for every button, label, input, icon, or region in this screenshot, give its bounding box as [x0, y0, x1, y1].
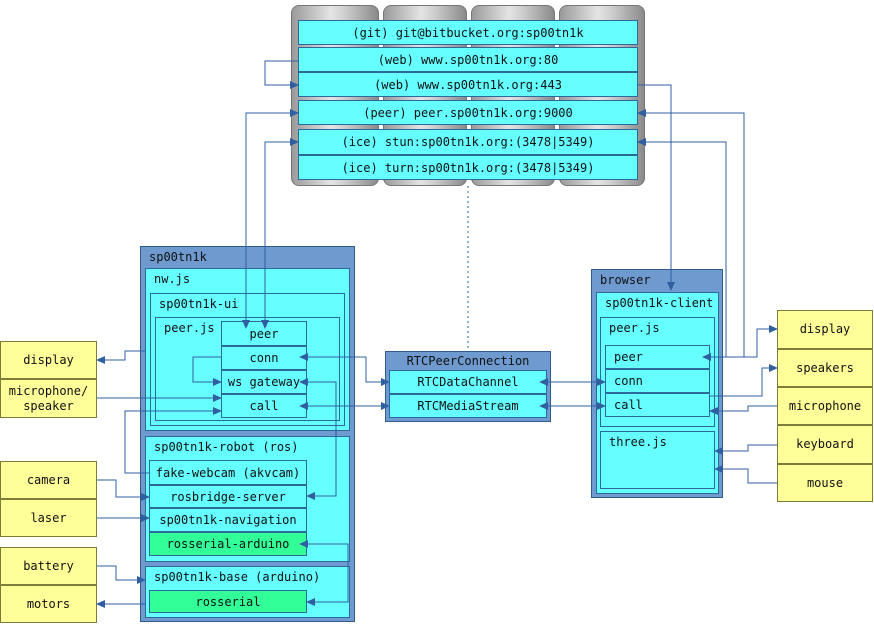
ros-navigation: sp00tn1k-navigation: [149, 508, 307, 532]
connector-arduino-rosserial: [299, 540, 349, 606]
base-rosserial: rosserial: [149, 590, 307, 613]
device-microphone-speaker-label: microphone/ speaker: [8, 383, 89, 413]
device-microphone-speaker: microphone/ speaker: [0, 379, 97, 418]
connector-speakers: [710, 364, 778, 397]
connector-peer-robot: [242, 109, 299, 329]
ros-rosserial-arduino-label: rosserial-arduino: [166, 537, 290, 551]
connector-peer-browser: [637, 109, 745, 361]
client-conn: conn: [605, 369, 710, 393]
connector-microphone-right: [709, 405, 777, 415]
connector-conn-ws: [192, 356, 222, 386]
device-speakers: speakers: [777, 349, 873, 387]
server-stun-label: (ice) stun:sp00tn1k.org:(3478|5349): [341, 135, 595, 149]
ros-fake-webcam-label: fake-webcam (akvcam): [155, 465, 301, 480]
connector-stun-browser: [637, 138, 727, 358]
connector-stun-robot: [261, 138, 299, 329]
rtc-mediastream-label: RTCMediaStream: [417, 399, 519, 413]
connector-ws-rosbridge: [299, 378, 337, 500]
device-display-left: display: [0, 341, 97, 379]
ros-title: sp00tn1k-robot (ros): [154, 440, 299, 454]
device-camera-label: camera: [26, 472, 71, 487]
device-laser-label: laser: [30, 510, 67, 525]
rtc-title: RTCPeerConnection: [385, 353, 551, 369]
ui-ws-gateway-label: ws gateway: [227, 375, 301, 389]
ros-rosserial-arduino: rosserial-arduino: [149, 532, 307, 556]
server-git: (git) git@bitbucket.org:sp00tn1k: [298, 20, 638, 45]
robot-title: sp00tn1k: [149, 250, 207, 264]
rtc-datachannel-label: RTCDataChannel: [417, 375, 519, 389]
server-peer-label: (peer) peer.sp00tn1k.org:9000: [363, 105, 573, 120]
server-web-443-label: (web) www.sp00tn1k.org:443: [374, 77, 562, 92]
device-laser: laser: [0, 499, 97, 537]
ros-rosbridge-server: rosbridge-server: [149, 485, 307, 508]
server-web-80: (web) www.sp00tn1k.org:80: [298, 47, 638, 72]
connector-camera-rosbridge: [97, 479, 150, 501]
device-display-right-label: display: [799, 322, 851, 336]
connector-display-right: [726, 325, 778, 358]
base-rosserial-label: rosserial: [195, 594, 261, 609]
connector-web-browser: [638, 84, 675, 291]
server-git-label: (git) git@bitbucket.org:sp00tn1k: [352, 25, 584, 40]
connector-conn-datachannel: [299, 353, 390, 386]
device-display-left-label: display: [23, 352, 74, 367]
rtc-datachannel: RTCDataChannel: [389, 370, 547, 394]
server-turn-label: (ice) turn:sp00tn1k.org:(3478|5349): [341, 160, 595, 175]
device-battery-label: battery: [23, 558, 74, 573]
ui-peerjs-title: peer.js: [164, 321, 215, 335]
device-speakers-label: speakers: [796, 360, 854, 375]
threejs-container: three.js: [600, 431, 715, 489]
connector-display-left: [96, 350, 145, 364]
device-keyboard-label: keyboard: [796, 437, 854, 451]
device-mouse-label: mouse: [806, 475, 844, 490]
threejs-title: three.js: [609, 435, 667, 449]
nwjs-title: nw.js: [154, 272, 191, 286]
ros-fake-webcam: fake-webcam (akvcam): [149, 460, 307, 485]
client-conn-label: conn: [614, 374, 643, 388]
server-turn: (ice) turn:sp00tn1k.org:(3478|5349): [298, 155, 638, 180]
device-microphone-right-label: microphone: [788, 398, 862, 413]
ros-rosbridge-server-label: rosbridge-server: [170, 489, 286, 504]
base-title: sp00tn1k-base (arduino): [154, 570, 321, 584]
client-peer-label: peer: [614, 350, 643, 364]
device-motors-label: motors: [26, 596, 71, 611]
connector-keyboard: [714, 444, 777, 455]
client-call: call: [605, 393, 710, 417]
ui-title: sp00tn1k-ui: [159, 297, 239, 311]
server-web-80-label: (web) www.sp00tn1k.org:80: [377, 52, 559, 67]
ui-call-label: call: [249, 399, 279, 413]
server-peer: (peer) peer.sp00tn1k.org:9000: [298, 100, 638, 125]
device-battery: battery: [0, 547, 97, 585]
ui-conn: conn: [221, 346, 307, 370]
rtc-title-label: RTCPeerConnection: [406, 354, 530, 368]
device-keyboard: keyboard: [777, 425, 873, 464]
server-stun: (ice) stun:sp00tn1k.org:(3478|5349): [298, 129, 638, 155]
ros-navigation-label: sp00tn1k-navigation: [159, 513, 297, 527]
connector-battery-base: [97, 565, 146, 584]
ui-peer-label: peer: [249, 326, 279, 341]
ui-ws-gateway: ws gateway: [221, 370, 307, 394]
device-camera: camera: [0, 461, 97, 499]
device-mouse: mouse: [777, 464, 873, 502]
connector-web-loop: [264, 60, 299, 89]
client-call-label: call: [614, 398, 643, 412]
device-microphone-right: microphone: [777, 387, 873, 425]
rtc-mediastream: RTCMediaStream: [389, 394, 547, 418]
device-motors: motors: [0, 585, 97, 623]
connector-mouse: [714, 465, 777, 484]
connector-webcam-call: [124, 407, 222, 474]
ui-conn-label: conn: [249, 351, 279, 365]
